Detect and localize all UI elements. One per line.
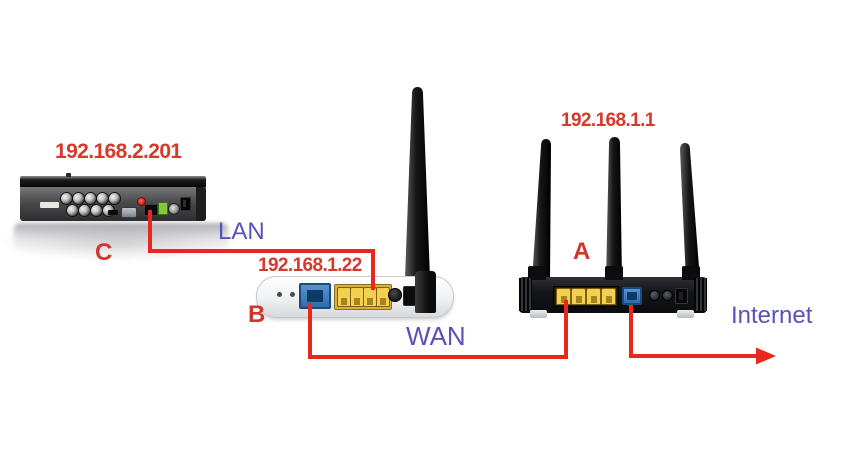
- router-a-lan-port-2: [571, 288, 586, 305]
- dvr-back-panel: [20, 187, 206, 221]
- router-b-lan-port-4: [376, 287, 390, 307]
- wps-button-icon: [649, 290, 660, 301]
- router-a-antenna-center-icon: [606, 137, 622, 280]
- dvr-device: [20, 173, 206, 221]
- bnc-connector-icon: [90, 204, 103, 217]
- router-b-device: [256, 271, 454, 318]
- internet-label: Internet: [731, 302, 813, 329]
- dvr-ethernet-port: [144, 204, 158, 216]
- dvr-top-edge: [20, 176, 206, 187]
- bnc-connector-icon: [84, 192, 97, 205]
- bnc-connector-icon: [78, 204, 91, 217]
- vent-grille-icon: [519, 278, 532, 311]
- antenna-base-icon: [415, 271, 436, 313]
- power-button-icon: [388, 288, 402, 302]
- bnc-connector-icon: [96, 192, 109, 205]
- dvr-side-edge: [196, 187, 206, 221]
- router-b-lan-port-1: [337, 287, 351, 307]
- antenna-base-icon: [605, 266, 623, 280]
- router-a-wan-port: [622, 287, 642, 305]
- router-a-ip-label: 192.168.1.1: [561, 110, 655, 131]
- wps-button-icon: [290, 292, 295, 297]
- reset-button-icon: [277, 292, 282, 297]
- dc-power-jack-icon: [168, 203, 180, 215]
- wan-cable-wire: [308, 300, 568, 359]
- router-a-antenna-right-icon: [680, 143, 700, 280]
- router-a-lan-port-1: [556, 288, 571, 305]
- bnc-connector-icon: [72, 192, 85, 205]
- vga-port-icon: [121, 207, 137, 218]
- dvr-sticker: [40, 202, 59, 208]
- lan-cable-wire: [148, 210, 375, 290]
- reset-button-icon: [662, 290, 673, 301]
- power-switch-icon: [675, 288, 688, 304]
- router-a-lan-block: [553, 286, 619, 307]
- internet-wire: [629, 305, 757, 358]
- router-a-lan-port-3: [586, 288, 601, 305]
- usb-port-icon: [158, 202, 168, 215]
- wan-label: WAN: [406, 321, 466, 351]
- dvr-ip-label: 192.168.2.201: [55, 140, 182, 163]
- vent-grille-icon: [694, 278, 707, 311]
- router-b-lan-port-2: [350, 287, 364, 307]
- router-b-antenna-icon: [405, 87, 430, 278]
- device-letter-a: A: [573, 238, 591, 265]
- lan-label: LAN: [218, 218, 265, 245]
- dvr-reflection: [14, 223, 228, 253]
- router-b-lan-port-3: [363, 287, 377, 307]
- bnc-connector-icon: [60, 192, 73, 205]
- antenna-base-icon: [682, 266, 700, 280]
- dvr-reflection-glow: [0, 220, 246, 262]
- router-foot-icon: [530, 310, 547, 318]
- bnc-connector-icon: [108, 192, 121, 205]
- router-b-ip-label: 192.168.1.22: [258, 255, 362, 276]
- router-a-antenna-left-icon: [532, 139, 551, 280]
- power-jack-icon: [403, 286, 417, 306]
- power-switch-icon: [180, 197, 191, 211]
- router-b-lan-block: [334, 284, 392, 310]
- router-foot-icon: [677, 310, 694, 318]
- device-letter-c: C: [95, 239, 113, 266]
- antenna-base-icon: [528, 266, 546, 280]
- bnc-connector-icon: [102, 204, 115, 217]
- router-a-lan-port-4: [601, 288, 616, 305]
- rca-connector-icon: [137, 197, 146, 206]
- dvr-screw-icon: [66, 173, 71, 177]
- hdmi-port-icon: [108, 210, 118, 215]
- internet-arrowhead-icon: [756, 347, 776, 365]
- device-letter-b: B: [248, 301, 266, 328]
- router-a-device: [519, 266, 707, 318]
- bnc-connector-icon: [66, 204, 79, 217]
- router-b-wan-port: [299, 283, 331, 309]
